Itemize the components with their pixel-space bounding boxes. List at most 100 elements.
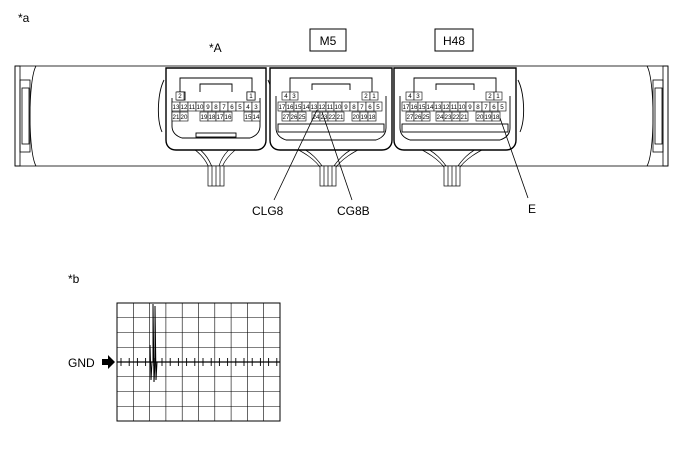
- pin-number: 17: [403, 104, 410, 111]
- pin-number: 14: [303, 104, 310, 111]
- pin-number: 4: [408, 93, 412, 100]
- pin-number: 25: [423, 114, 430, 121]
- pin-number: 19: [485, 114, 492, 121]
- pin-number: 9: [206, 104, 210, 111]
- pin-number: 1: [372, 93, 376, 100]
- pin-cell: [251, 111, 261, 122]
- pin-number: 17: [279, 104, 286, 111]
- pin-number: 8: [352, 104, 356, 111]
- pin-number: 4: [246, 104, 250, 111]
- pin-number: 19: [201, 114, 208, 121]
- pin-cell: [246, 91, 256, 101]
- pin-number: 18: [209, 114, 216, 121]
- pin-cell: [251, 101, 261, 112]
- pin-number: 9: [468, 104, 472, 111]
- pin-number: 27: [283, 114, 290, 121]
- pin-number: 10: [335, 104, 342, 111]
- pin-number: 16: [225, 114, 232, 121]
- pin-cell: [459, 111, 469, 122]
- pin-number: 15: [419, 104, 426, 111]
- pin-number: 16: [411, 104, 418, 111]
- pin-number: 13: [173, 104, 180, 111]
- pin-number: 11: [189, 104, 196, 111]
- cg8b-label: CG8B: [337, 204, 370, 218]
- pin-number: 22: [329, 114, 336, 121]
- pin-cell: [289, 91, 299, 101]
- pin-number: 19: [361, 114, 368, 121]
- oscilloscope-screen: [116, 302, 281, 422]
- pin-number: 14: [427, 104, 434, 111]
- pin-number: 15: [245, 114, 252, 121]
- pin-number: 21: [337, 114, 344, 121]
- pin-number: 20: [353, 114, 360, 121]
- pin-number: 18: [369, 114, 376, 121]
- connector-a-label: *A: [209, 41, 222, 55]
- figure-a-label: *a: [18, 11, 30, 25]
- pin-cell: [373, 101, 383, 112]
- pin-number: 11: [451, 104, 458, 111]
- pin-number: 21: [461, 114, 468, 121]
- pin-number: 5: [500, 104, 504, 111]
- pin-number: 2: [364, 93, 368, 100]
- pin-number: 10: [197, 104, 204, 111]
- pin-number: 22: [453, 114, 460, 121]
- pin-number: 2: [488, 93, 492, 100]
- pin-number: 6: [230, 104, 234, 111]
- pin-number: 8: [214, 104, 218, 111]
- pin-cell: [421, 111, 431, 122]
- pin-number: 12: [443, 104, 450, 111]
- pin-number: 16: [287, 104, 294, 111]
- pin-number: 26: [291, 114, 298, 121]
- waveform: [117, 303, 280, 383]
- pin-cell: [491, 111, 501, 122]
- gnd-arrow-icon: [102, 355, 115, 369]
- pin-cell: [367, 111, 377, 122]
- pin-number: 18: [493, 114, 500, 121]
- h48-tag-box: [434, 28, 474, 52]
- pin-number: 3: [292, 93, 296, 100]
- pin-number: 24: [437, 114, 444, 121]
- gnd-label: GND: [68, 356, 95, 370]
- pin-number: 27: [407, 114, 414, 121]
- pin-number: 12: [319, 104, 326, 111]
- figure-b-label: *b: [68, 272, 80, 286]
- pin-number: 7: [222, 104, 226, 111]
- pin-number: 3: [416, 93, 420, 100]
- pin-number: 26: [415, 114, 422, 121]
- pin-number: 4: [284, 93, 288, 100]
- pin-number: 7: [360, 104, 364, 111]
- pin-number: 14: [253, 114, 260, 121]
- pin-number: 1: [249, 93, 253, 100]
- h48-tag-label: H48: [443, 34, 465, 48]
- pin-number: 7: [484, 104, 488, 111]
- pin-number: 10: [459, 104, 466, 111]
- pin-number: 15: [295, 104, 302, 111]
- pin-number: 12: [181, 104, 188, 111]
- pin-cell: [413, 91, 423, 101]
- pin-number: 9: [344, 104, 348, 111]
- m5-tag-label: M5: [320, 34, 337, 48]
- pin-cell: [493, 91, 503, 101]
- e-label: E: [528, 202, 536, 216]
- pin-cell: [497, 101, 507, 112]
- pin-number: 5: [376, 104, 380, 111]
- clg8-label: CLG8: [252, 204, 284, 218]
- pin-number: 1: [496, 93, 500, 100]
- pin-number: 6: [492, 104, 496, 111]
- callout-lines: [273, 109, 529, 201]
- pin-cell: [175, 91, 185, 101]
- pin-number: 20: [477, 114, 484, 121]
- pin-cell: [223, 111, 233, 122]
- pin-cell: [369, 91, 379, 101]
- pin-cell: [179, 111, 189, 122]
- pin-cell: [297, 111, 307, 122]
- pin-number: 8: [476, 104, 480, 111]
- pin-number: 20: [181, 114, 188, 121]
- pin-number: 5: [238, 104, 242, 111]
- pin-number: 24: [313, 114, 320, 121]
- m5-tag-box: [309, 28, 347, 52]
- pin-number: 3: [254, 104, 258, 111]
- pin-number: 13: [435, 104, 442, 111]
